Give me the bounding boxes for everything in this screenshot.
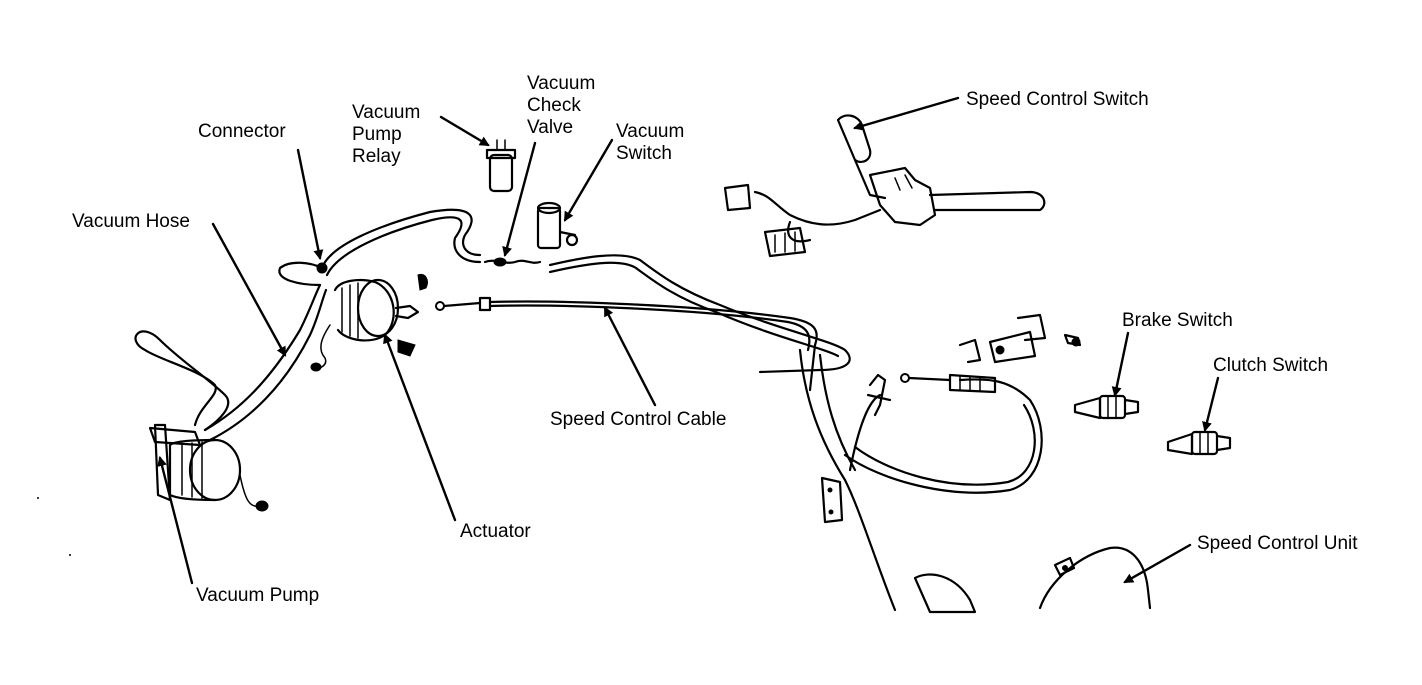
vacuum-switch-part [536, 201, 579, 250]
label-line: Vacuum [352, 102, 421, 123]
speck [69, 554, 71, 556]
label-line: Relay [352, 146, 401, 167]
label-speed-control-unit: Speed Control Unit [1197, 533, 1358, 554]
label-line: Vacuum [527, 73, 596, 94]
leader-connector [296, 148, 324, 260]
label-speed-control-cable: Speed Control Cable [550, 409, 727, 430]
label-line: Check [527, 95, 581, 116]
label-clutch-switch: Clutch Switch [1213, 355, 1329, 376]
long-vacuum-hose [548, 254, 851, 374]
vacuum-pump-part [148, 423, 269, 512]
label-vacuum-switch: Vacuum Switch [616, 121, 684, 165]
brake-switch-part [1073, 394, 1140, 420]
clutch-switch-part [1166, 430, 1232, 456]
vacuum-pump-hoses [134, 283, 328, 442]
leader-speed-control-cable [603, 306, 657, 407]
label-line: Valve [527, 117, 574, 138]
label-actuator: Actuator [460, 521, 531, 542]
leader-lines [157, 96, 1220, 585]
leader-brake-switch [1111, 331, 1130, 397]
leader-vacuum-pump-relay [439, 115, 490, 147]
label-line: Switch [616, 143, 672, 164]
leader-actuator [383, 333, 457, 522]
label-brake-switch: Brake Switch [1122, 310, 1233, 331]
label-vacuum-check-valve: Vacuum Check Valve [527, 73, 595, 139]
actuator-part [310, 273, 428, 372]
label-vacuum-pump-relay: Vacuum Pump Relay [352, 102, 420, 168]
leader-speed-control-switch [853, 96, 960, 131]
leader-vacuum-hose [211, 222, 287, 357]
pedal-assembly [798, 348, 1043, 614]
leader-clutch-switch [1202, 376, 1220, 432]
label-vacuum-pump: Vacuum Pump [196, 585, 320, 606]
label-speed-control-switch: Speed Control Switch [966, 89, 1149, 110]
leader-vacuum-pump [157, 456, 194, 585]
speed-control-switch-part [723, 114, 1046, 258]
label-vacuum-hose: Vacuum Hose [72, 211, 190, 232]
switch-brackets [958, 313, 1082, 364]
label-connector: Connector [198, 121, 286, 142]
vacuum-check-valve-part [483, 257, 542, 267]
connector-hose [278, 208, 482, 287]
label-line: Pump [352, 124, 402, 145]
label-line: Vacuum [616, 121, 685, 142]
leader-vacuum-check-valve [502, 141, 537, 257]
leader-speed-control-unit [1123, 543, 1192, 584]
leader-vacuum-switch [563, 138, 614, 222]
vacuum-pump-relay-part [485, 139, 517, 193]
speed-control-cable-part [435, 296, 818, 392]
speck [37, 497, 39, 499]
